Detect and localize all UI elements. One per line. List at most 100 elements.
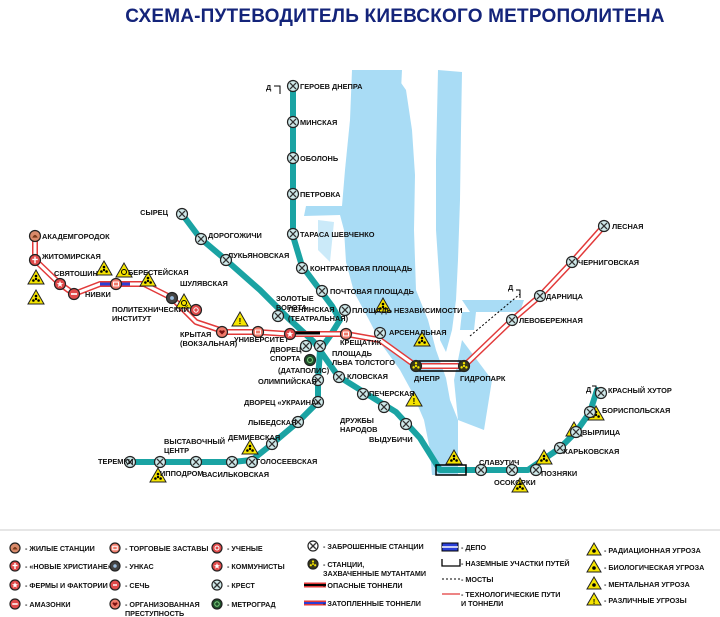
station-osokorki[interactable]: ОСОКОРКИ — [494, 463, 536, 488]
station-label: КОНТРАКТОВАЯ ПЛОЩАДЬ — [310, 264, 413, 273]
station-klovskaya[interactable]: КЛОВСКАЯ — [332, 370, 389, 384]
hazard-markers: !! — [27, 259, 605, 493]
station-label: ВОРОТА — [276, 303, 308, 312]
station-minskaya[interactable]: МИНСКАЯ — [286, 115, 338, 129]
station-label: ЛЕНИНСКАЯ — [288, 305, 335, 314]
station-communist-icon — [283, 327, 297, 341]
station-label: АРСЕНАЛЬНАЯ — [389, 328, 447, 337]
station-demievskaya[interactable]: ДЕМИЕВСКАЯ — [228, 433, 280, 451]
station-vyrlitsa[interactable]: ВЫРЛИЦА — [569, 425, 621, 439]
station-krasny[interactable]: КРАСНЫЙ ХУТОР — [594, 386, 672, 400]
station-nivki[interactable]: НИВКИ — [67, 287, 111, 301]
station-dvorets_ukraina[interactable]: ДВОРЕЦ «УКРАИНА» — [244, 395, 325, 409]
station-levoberezhnaya[interactable]: ЛЕВОБЕРЕЖНАЯ — [505, 313, 583, 327]
station-scholar-icon — [189, 303, 203, 317]
station-nezav[interactable]: ПЛОЩАДЬ НЕЗАВИСИМОСТИ — [338, 303, 463, 317]
station-label: ЛЫБЕДСКАЯ — [248, 418, 296, 427]
station-goloseevskaya[interactable]: ГОЛОСЕЕВСКАЯ — [245, 455, 318, 469]
station-olimpiyskaya[interactable]: ОЛИМПИЙСКАЯ — [258, 373, 325, 387]
station-svyatoshin[interactable]: СВЯТОШИН — [53, 269, 98, 291]
legend-item-sech: - СЕЧЬ — [109, 579, 150, 591]
station-teremki[interactable]: ТЕРЕМКИ — [98, 455, 137, 469]
station-cross-icon — [175, 207, 189, 221]
station-gidropark[interactable]: ГИДРОПАРК — [457, 359, 506, 384]
station-cross-icon — [299, 339, 313, 353]
station-lesnaya[interactable]: ЛЕСНАЯ — [597, 219, 644, 233]
legend-item-christian: - «НОВЫЕ ХРИСТИАНЕ» — [9, 560, 112, 572]
legend-label: - ОПАСНЫЕ ТОННЕЛИ — [323, 581, 403, 590]
station-borispolskaya[interactable]: БОРИСПОЛЬСКАЯ — [583, 405, 671, 419]
legend-label: - «НОВЫЕ ХРИСТИАНЕ» — [25, 562, 112, 571]
station-cross-icon — [594, 386, 608, 400]
station-obolon[interactable]: ОБОЛОНЬ — [286, 151, 339, 165]
radiation-hazard-icon — [445, 448, 463, 465]
depot-label: Д — [508, 283, 514, 292]
station-geroev[interactable]: ГЕРОЕВ ДНЕПРА — [286, 79, 364, 93]
station-cross-icon — [553, 441, 567, 455]
station-datapolis[interactable]: (ДАТАПОЛИС) — [278, 353, 330, 376]
station-pochtovaya[interactable]: ПОЧТОВАЯ ПЛОЩАДЬ — [315, 284, 415, 298]
station-label: КРЫТАЯ — [180, 330, 211, 339]
station-petrovka[interactable]: ПЕТРОВКА — [286, 187, 342, 201]
station-universitet[interactable]: УНИВЕРСИТЕТ — [234, 325, 289, 345]
station-pecherskaya[interactable]: ПЕЧЕРСКАЯ — [356, 387, 415, 401]
station-vokzalnaya[interactable]: КРЫТАЯ(ВОКЗАЛЬНАЯ) — [180, 325, 238, 349]
station-poznyaki[interactable]: ПОЗНЯКИ — [529, 463, 578, 479]
mental-hazard-icon — [115, 261, 133, 278]
radiation-hazard-icon — [95, 259, 113, 276]
station-label: (ВОКЗАЛЬНАЯ) — [180, 339, 238, 348]
station-cross-icon — [286, 115, 300, 129]
station-slavutich[interactable]: СЛАВУТИЧ — [474, 458, 520, 477]
station-harkovskaya[interactable]: ХАРЬКОВСКАЯ — [553, 441, 620, 457]
surface-icon — [441, 559, 461, 567]
station-berestejskaya[interactable]: БЕРЕСТЕЙСКАЯ — [109, 268, 189, 291]
station-lybedskaya[interactable]: ЛЫБЕДСКАЯ — [248, 415, 305, 429]
station-vydubichi[interactable]: ВЫДУБИЧИ — [369, 417, 413, 445]
station-kontraktovaya[interactable]: КОНТРАКТОВАЯ ПЛОЩАДЬ — [295, 261, 413, 275]
station-kreshchatik[interactable]: КРЕЩАТИК — [339, 327, 382, 348]
station-teatralnaya[interactable]: ЛЕНИНСКАЯ(ТЕАТРАЛЬНАЯ) — [283, 305, 349, 341]
misc-icon: ! — [586, 592, 602, 606]
station-zhitomirskaya[interactable]: ЖИТОМИРСКАЯ — [28, 252, 101, 267]
station-label: ПОЗНЯКИ — [541, 469, 577, 478]
legend-label: - УНКАС — [125, 562, 154, 571]
station-label: ДРУЖБЫ — [340, 416, 374, 425]
cross-icon — [211, 579, 223, 591]
station-dorogozhichi[interactable]: ДОРОГОЖИЧИ — [194, 231, 262, 246]
station-cross-icon — [533, 289, 547, 303]
misc-hazard-icon: ! — [231, 310, 249, 327]
station-label: УНИВЕРСИТЕТ — [234, 335, 289, 344]
legend-item-biohazard: - БИОЛОГИЧЕСКАЯ УГРОЗА — [586, 559, 704, 573]
trade-icon — [109, 542, 121, 554]
station-dnepr[interactable]: ДНЕПР — [409, 359, 440, 384]
station-cross-icon — [332, 370, 346, 384]
station-vasilkovskaya[interactable]: ВАСИЛЬКОВСКАЯ — [202, 455, 269, 480]
station-lukyanovskaya[interactable]: ЛУКЬЯНОВСКАЯ — [219, 251, 290, 267]
station-arsenalnaya[interactable]: АРСЕНАЛЬНАЯ — [373, 326, 447, 340]
station-tarasa[interactable]: ТАРАСА ШЕВЧЕНКО — [286, 227, 375, 241]
station-ippodrom[interactable]: ИППОДРОМ — [153, 455, 204, 479]
station-label: ОЛИМПИЙСКАЯ — [258, 377, 317, 386]
station-cross-icon — [194, 232, 208, 246]
station-cross-icon — [286, 151, 300, 165]
legend-item-unkas: - УНКАС — [109, 560, 154, 572]
legend-item-danger-tunnel: - ОПАСНЫЕ ТОННЕЛИ — [304, 581, 403, 590]
legend-label: - СЕЧЬ — [125, 581, 150, 590]
station-akademgorodok[interactable]: АКАДЕМГОРОДОК — [28, 229, 111, 243]
station-shulyavskaya[interactable]: ШУЛЯВСКАЯ — [165, 279, 228, 305]
station-label: АКАДЕМГОРОДОК — [42, 232, 110, 241]
station-darnitsa[interactable]: ДАРНИЦА — [533, 289, 584, 303]
station-cross-icon — [373, 326, 387, 340]
station-cross-icon — [286, 187, 300, 201]
legend-label: - КОММУНИСТЫ — [227, 562, 285, 571]
station-syrets[interactable]: СЫРЕЦ — [140, 207, 189, 221]
station-chernigovskaya[interactable]: ЧЕРНИГОВСКАЯ — [565, 255, 640, 269]
legend-label: - ФЕРМЫ И ФАКТОРИИ — [25, 581, 108, 590]
legend-item-cross: - КРЕСТ — [211, 579, 255, 591]
